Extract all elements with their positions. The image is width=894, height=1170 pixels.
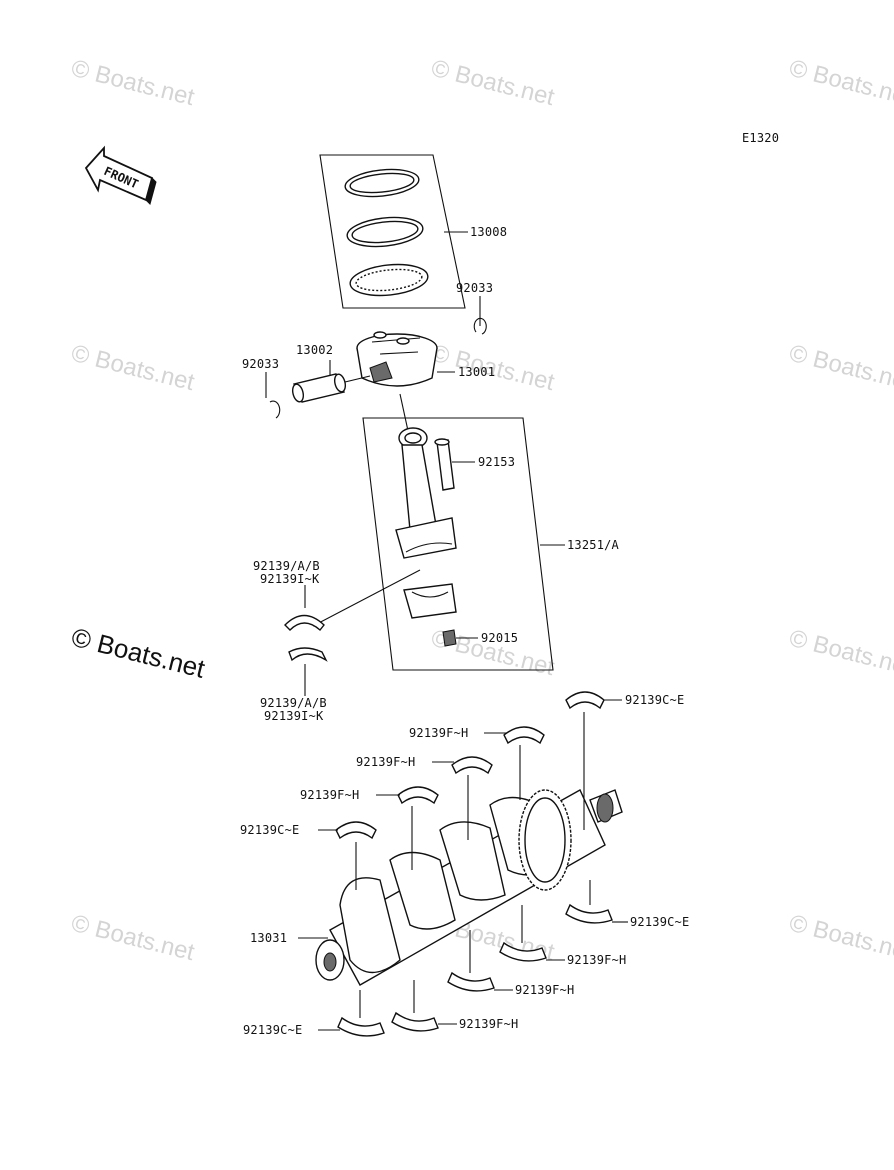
piston-ring-set [319, 154, 468, 309]
label-main-fh-1: 92139F~H [409, 726, 468, 740]
main-bearings-bottom [318, 880, 628, 1037]
watermark: © Boats.net [69, 340, 198, 397]
label-main-ce-bottom-right: 92139C~E [630, 915, 689, 929]
watermark: © Boats.net [787, 910, 894, 967]
watermark: © Boats.net [429, 55, 558, 112]
label-13008: 13008 [470, 225, 507, 239]
label-main-fh-b1: 92139F~H [567, 953, 626, 967]
label-main-ce-bottom-left: 92139C~E [243, 1023, 302, 1037]
label-92033-left: 92033 [242, 357, 279, 371]
connecting-rod-assembly [362, 393, 565, 671]
label-92139-lower-a: 92139/A/B [260, 696, 327, 710]
main-bearings-top [318, 691, 622, 890]
label-92015: 92015 [481, 631, 518, 645]
label-13031: 13031 [250, 931, 287, 945]
label-92139-lower-b: 92139I~K [264, 709, 324, 723]
label-13001: 13001 [458, 365, 495, 379]
label-main-fh-b3: 92139F~H [459, 1017, 518, 1031]
watermark: © Boats.net [787, 625, 894, 682]
piston-pin [291, 360, 371, 403]
watermark: © Boats.net [787, 55, 894, 112]
label-92139-upper-b: 92139I~K [260, 572, 320, 586]
label-92033-right: 92033 [456, 281, 493, 295]
label-main-fh-3: 92139F~H [300, 788, 359, 802]
label-13251: 13251/A [567, 538, 620, 552]
crankshaft [298, 789, 623, 986]
circlip-right [473, 296, 487, 335]
watermark-dark: © Boats.net [69, 622, 209, 684]
label-main-fh-2: 92139F~H [356, 755, 415, 769]
label-main-fh-b2: 92139F~H [515, 983, 574, 997]
label-92153: 92153 [478, 455, 515, 469]
circlip-left [265, 372, 281, 419]
watermark: © Boats.net [787, 340, 894, 397]
label-main-ce-left: 92139C~E [240, 823, 299, 837]
piston [356, 331, 455, 387]
label-13002: 13002 [296, 343, 333, 357]
watermark: © Boats.net [69, 910, 198, 967]
label-main-ce-top-right: 92139C~E [625, 693, 684, 707]
rod-bearings [284, 569, 421, 696]
front-arrow-icon: FRONT [84, 145, 157, 205]
diagram-code: E1320 [742, 131, 779, 145]
watermark: © Boats.net [69, 55, 198, 112]
label-92139-upper-a: 92139/A/B [253, 559, 320, 573]
